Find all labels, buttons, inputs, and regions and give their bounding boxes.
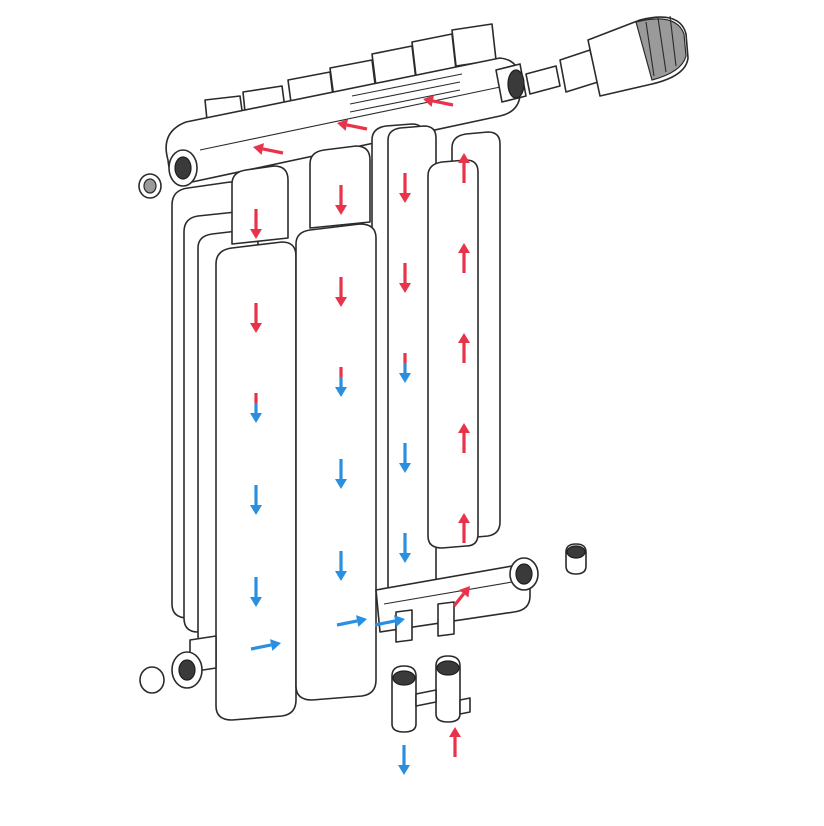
- bottom-connector: [391, 601, 471, 733]
- flow-arrow-hot-up-icon: [449, 727, 461, 757]
- flow-arrow-hot-down-icon: [335, 367, 347, 397]
- thermostatic-valve: [495, 15, 689, 103]
- flow-arrow-cold-right-icon: [250, 639, 281, 651]
- flow-arrow-hot-down-icon: [250, 303, 262, 333]
- flow-arrow-hot-down-icon: [335, 277, 347, 307]
- flow-arrow-hot-down-icon: [250, 393, 262, 423]
- flow-arrow-cold-down-icon: [335, 459, 347, 489]
- flow-arrow-cold-down-icon: [250, 577, 262, 607]
- flow-arrow-hot-up-icon: [458, 153, 470, 183]
- flow-arrow-hot-left-icon: [337, 119, 368, 131]
- flow-arrow-cold-down-icon: [399, 443, 411, 473]
- bottom-cap-icon: [139, 666, 165, 694]
- flow-arrow-hot-down-icon: [399, 263, 411, 293]
- flow-arrow-cold-right-icon: [374, 615, 405, 627]
- flow-arrow-cold-down-icon: [335, 551, 347, 581]
- return-nut-icon: [436, 660, 460, 676]
- flow-arrow-hot-up-icon: [458, 243, 470, 273]
- flow-arrow-hot-down-icon: [399, 173, 411, 203]
- flow-arrow-hot-left-icon: [253, 143, 284, 155]
- flow-arrow-hot-left-icon: [423, 95, 454, 107]
- flow-arrow-cold-down-icon: [398, 745, 410, 775]
- end-caps: [138, 149, 587, 694]
- flow-arrow-hot-upright-icon: [452, 586, 470, 607]
- flow-arrow-cold-right-icon: [336, 615, 367, 627]
- flow-arrow-hot-up-icon: [458, 333, 470, 363]
- flow-arrow-hot-down-icon: [399, 353, 411, 383]
- flow-arrow-hot-down-icon: [250, 209, 262, 239]
- flow-arrow-cold-down-icon: [399, 533, 411, 563]
- flow-arrow-hot-up-icon: [458, 423, 470, 453]
- flow-arrow-cold-down-icon: [250, 485, 262, 515]
- flow-arrow-hot-down-icon: [335, 185, 347, 215]
- supply-nut-icon: [392, 670, 416, 686]
- flow-arrow-hot-up-icon: [458, 513, 470, 543]
- radiator-sections-front: [215, 145, 377, 721]
- flow-arrows: [250, 95, 470, 775]
